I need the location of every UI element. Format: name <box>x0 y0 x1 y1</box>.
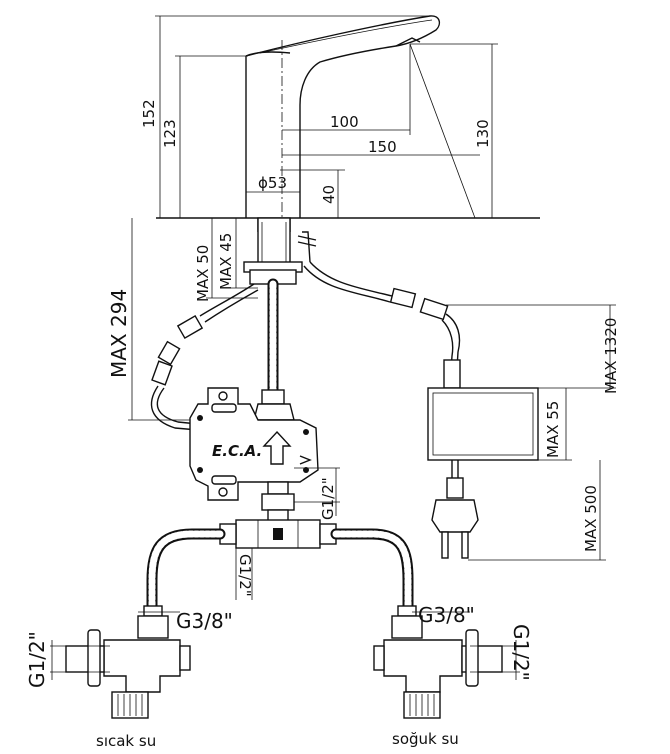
dim-max500: MAX 500 <box>582 485 600 552</box>
sensor-cable <box>303 261 461 389</box>
dim-100: 100 <box>330 113 359 131</box>
dim-g38-right: G3/8" <box>418 603 475 627</box>
adapter-box <box>427 387 539 461</box>
hot-valve-body <box>103 639 181 693</box>
hot-valve-flange <box>87 629 101 687</box>
power-adapter: MAX 1320 MAX 55 MAX 500 <box>427 304 620 561</box>
tee-fitting: G1/2" <box>219 509 337 600</box>
plug-pin-right <box>461 531 469 559</box>
dim-152: 152 <box>140 99 158 128</box>
spout-highlight <box>259 19 433 54</box>
aerator <box>395 37 421 47</box>
cold-water-label: soğuk su <box>392 730 459 748</box>
valve-outlet-nut <box>261 493 295 511</box>
dim-max50: MAX 50 <box>194 245 212 302</box>
faucet-column <box>245 51 301 218</box>
left-connector-b <box>151 360 173 386</box>
left-dimensions: MAX 294 MAX 50 MAX 45 <box>107 218 258 421</box>
solenoid-valve: E.C.A. G1/2" <box>189 387 340 520</box>
dim-g12-tee: G1/2" <box>236 554 254 597</box>
dim-g12-top: G1/2" <box>319 477 337 520</box>
left-connector-a <box>176 314 204 340</box>
top-dimensions: 152 123 100 150 130 ϕ53 40 <box>140 15 498 220</box>
dim-max1320: MAX 1320 <box>602 318 620 394</box>
faucet-spout <box>245 15 441 106</box>
brand-logo: E.C.A. <box>212 442 262 460</box>
dim-max45: MAX 45 <box>217 233 235 290</box>
hot-valve-nut <box>137 615 169 639</box>
mounting-shank <box>243 217 317 285</box>
dim-40: 40 <box>320 185 338 204</box>
dim-phi53: ϕ53 <box>258 174 287 192</box>
faucet-hose <box>253 278 295 421</box>
cable-sleeve <box>443 359 461 389</box>
cold-valve-body <box>383 639 463 693</box>
hot-angle-valve: G3/8" G1/2" sıcak su <box>25 605 233 750</box>
hot-water-label: sıcak su <box>96 732 156 750</box>
plug-pin-left <box>441 531 449 559</box>
left-cable <box>150 283 259 431</box>
connector-female <box>419 297 449 321</box>
dim-123: 123 <box>161 119 179 148</box>
cold-valve-flange <box>465 629 479 687</box>
supply-hoses <box>146 528 414 612</box>
dim-g12-right: G1/2" <box>509 624 533 681</box>
flow-arrow-icon <box>262 430 292 465</box>
connector-male <box>389 287 417 309</box>
dim-max55: MAX 55 <box>544 401 562 458</box>
cold-angle-valve: G3/8" G1/2" soğuk su <box>373 603 533 748</box>
dim-150: 150 <box>368 138 397 156</box>
cold-valve-nut <box>391 615 423 639</box>
control-unit <box>189 387 319 501</box>
dim-130: 130 <box>474 119 492 148</box>
power-plug <box>431 499 479 533</box>
dim-max294: MAX 294 <box>107 289 131 378</box>
hose-nut <box>253 403 295 421</box>
dim-g38-left: G3/8" <box>176 609 233 633</box>
dim-g12-left: G1/2" <box>25 631 49 688</box>
